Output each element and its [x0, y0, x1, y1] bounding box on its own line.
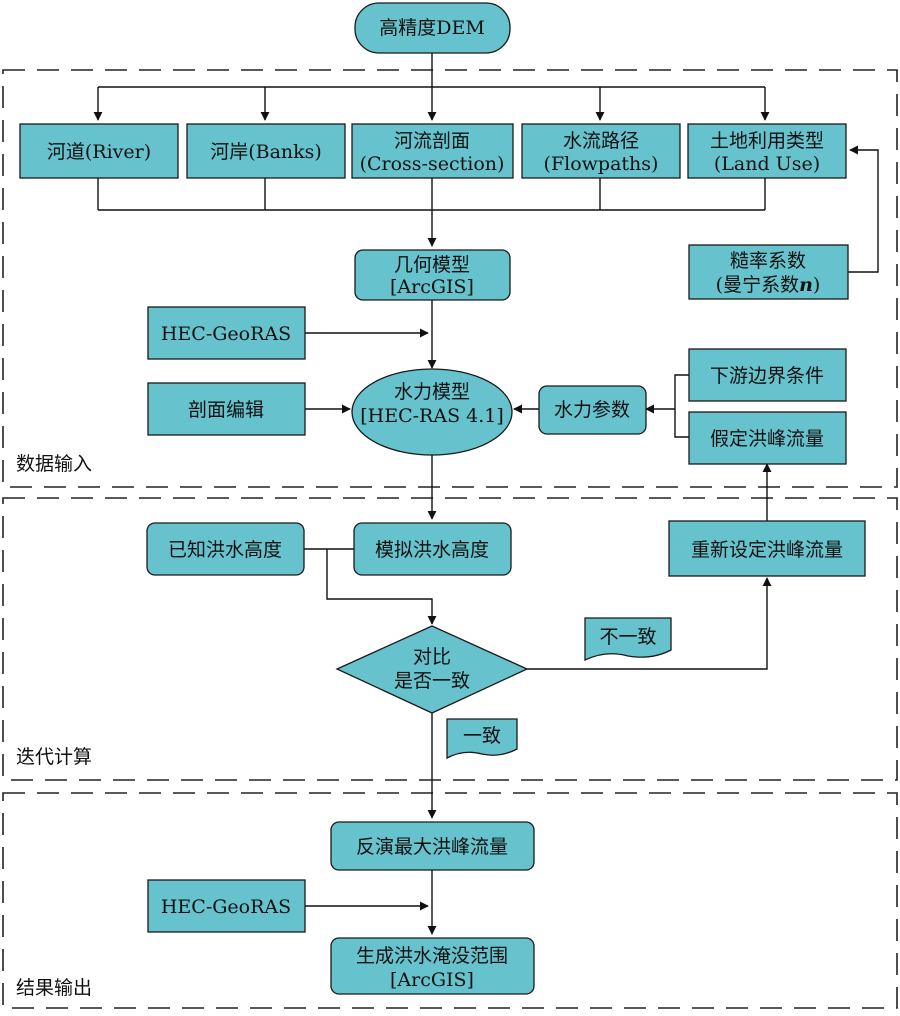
hec-georas-node: HEC-GeoRAS	[147, 306, 306, 360]
svg-text:不一致: 不一致	[599, 626, 656, 648]
section-frame-input	[2, 69, 898, 488]
svg-text:生成洪水淹没范围: 生成洪水淹没范围	[356, 945, 508, 967]
hydraulic-params-node: 水力参数	[538, 385, 647, 435]
section-frame-iterate	[2, 497, 898, 781]
connector-roughness-landuse	[848, 145, 879, 273]
svg-text:反演最大洪峰流量: 反演最大洪峰流量	[356, 836, 508, 858]
compare-decision-node: 对比 是否一致	[335, 625, 529, 714]
geometry-model-node: 几何模型 [ArcGIS]	[354, 249, 511, 301]
consistent-label: 一致	[446, 718, 518, 760]
svg-text:(Cross-section): (Cross-section)	[360, 153, 505, 175]
svg-text:河岸(Banks): 河岸(Banks)	[210, 141, 322, 163]
hec-georas-node-2: HEC-GeoRAS	[147, 879, 306, 933]
section-frame-output	[2, 792, 898, 1009]
svg-text:[ArcGIS]: [ArcGIS]	[390, 276, 474, 298]
connector-to-compare	[326, 549, 437, 625]
svg-text:[ArcGIS]: [ArcGIS]	[390, 969, 474, 991]
hydraulic-model-node: 水力模型 [HEC-RAS 4.1]	[351, 368, 513, 456]
dem-node: 高精度DEM	[354, 2, 511, 54]
section-label-output: 结果输出	[16, 977, 92, 999]
svg-text:高精度DEM: 高精度DEM	[379, 17, 485, 39]
svg-text:重新设定洪峰流量: 重新设定洪峰流量	[691, 539, 843, 561]
land-use-node: 土地利用类型 (Land Use)	[687, 123, 847, 179]
svg-text:剖面编辑: 剖面编辑	[188, 399, 264, 421]
svg-text:是否一致: 是否一致	[394, 670, 470, 692]
section-label-iterate: 迭代计算	[16, 746, 92, 768]
svg-text:下游边界条件: 下游边界条件	[710, 365, 824, 387]
section-edit-node: 剖面编辑	[147, 382, 306, 436]
downstream-boundary-node: 下游边界条件	[688, 348, 847, 402]
svg-text:水流路径: 水流路径	[563, 130, 639, 152]
svg-text:假定洪峰流量: 假定洪峰流量	[710, 428, 824, 450]
known-height-node: 已知洪水高度	[146, 522, 305, 576]
section-label-input: 数据输入	[16, 453, 92, 475]
svg-text:土地利用类型: 土地利用类型	[710, 130, 824, 152]
svg-text:[HEC-RAS 4.1]: [HEC-RAS 4.1]	[360, 405, 504, 427]
svg-text:一致: 一致	[463, 725, 501, 747]
inverse-max-flow-node: 反演最大洪峰流量	[330, 821, 535, 871]
svg-text:对比: 对比	[413, 646, 451, 668]
generate-inundation-node: 生成洪水淹没范围 [ArcGIS]	[330, 937, 535, 995]
connector-inconsistent-reset	[527, 577, 772, 670]
svg-text:已知洪水高度: 已知洪水高度	[168, 539, 282, 561]
cross-section-node: 河流剖面 (Cross-section)	[351, 123, 514, 179]
river-node: 河道(River)	[19, 123, 179, 179]
svg-text:水力模型: 水力模型	[394, 381, 470, 403]
svg-text:河道(River): 河道(River)	[47, 141, 151, 163]
svg-text:河流剖面: 河流剖面	[394, 130, 470, 152]
svg-text:(Flowpaths): (Flowpaths)	[544, 153, 659, 175]
svg-text:HEC-GeoRAS: HEC-GeoRAS	[161, 896, 291, 918]
connector-inputs-bracket	[674, 374, 689, 438]
svg-text:(Land Use): (Land Use)	[714, 153, 820, 175]
svg-text:糙率系数: 糙率系数	[730, 250, 806, 272]
svg-text:模拟洪水高度: 模拟洪水高度	[375, 539, 489, 561]
svg-text:水力参数: 水力参数	[554, 399, 630, 421]
roughness-node: 糙率系数 (曼宁系数n)	[688, 244, 849, 300]
simulated-height-node: 模拟洪水高度	[353, 522, 512, 576]
reset-flow-node: 重新设定洪峰流量	[668, 520, 866, 577]
svg-text:几何模型: 几何模型	[394, 254, 470, 276]
flowpaths-node: 水流路径 (Flowpaths)	[521, 123, 681, 179]
banks-node: 河岸(Banks)	[186, 123, 346, 179]
assumed-flow-node: 假定洪峰流量	[688, 411, 847, 465]
svg-text:HEC-GeoRAS: HEC-GeoRAS	[161, 323, 291, 345]
svg-text:(曼宁系数n): (曼宁系数n)	[716, 274, 821, 296]
inconsistent-label: 不一致	[584, 617, 672, 662]
